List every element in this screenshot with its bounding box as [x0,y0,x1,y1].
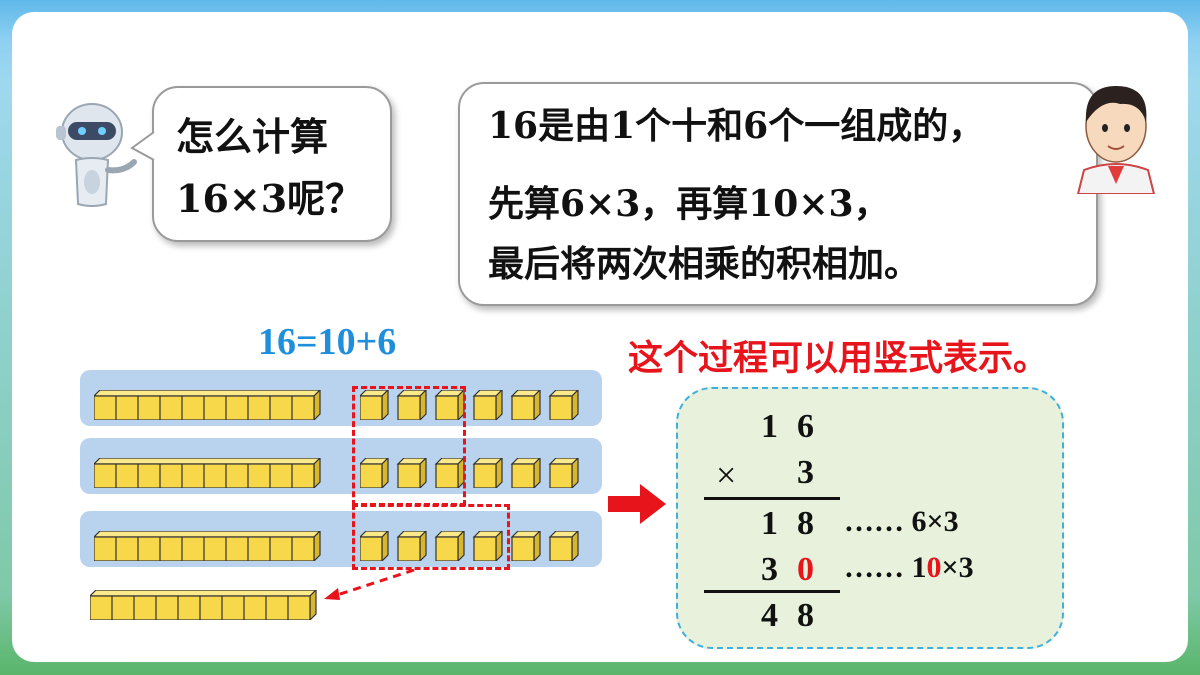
robot-bubble-tail [130,131,155,161]
unit-cubes-row-2 [360,458,579,488]
calc-row5-ones: 8 [797,597,814,634]
calc-line-1 [704,497,840,500]
calc-row4-note-suffix: ×3 [941,551,974,584]
calc-row2-ones: 3 [797,454,814,491]
calc-row1-ones: 6 [797,408,814,445]
vertical-calculation-panel [676,387,1064,649]
robot-bubble-line2: 16×3呢？ [176,176,364,221]
decomposition-equation: 16=10+6 [258,321,397,363]
unit-cubes-row-1 [360,390,579,420]
calc-line-2 [704,590,840,593]
unit-cubes-row-3 [360,531,579,561]
multiply-sign: × [716,455,737,495]
vertical-form-note: 这个过程可以用竖式表示。 [628,338,1049,379]
calc-row4-note-prefix: …… 1 [844,551,927,584]
calc-row4-ones: 0 [797,551,814,588]
calc-row5-tens: 4 [761,597,778,634]
calc-row3-tens: 1 [761,505,778,542]
robot-icon [56,103,137,207]
boy-bubble-line3: 最后将两次相乘的积相加。 [488,243,921,285]
calc-row1-tens: 1 [761,408,778,445]
regrouped-ten-bar [90,590,317,620]
robot-bubble-line1: 怎么计算 [176,114,329,159]
calc-row3-note: …… 6×3 [844,505,959,538]
boy-bubble-line2: 先算6×3，再算10×3， [488,183,890,225]
ten-bar-row-1 [94,390,321,420]
calc-row3-ones: 8 [797,505,814,542]
robot-speech-bubble [152,86,392,242]
boy-speech-bubble [458,82,1098,306]
calc-row4-note-zero: 0 [926,551,942,584]
ten-bar-row-3 [94,531,321,561]
slide-card: 怎么计算 16×3呢？ 16是由1个十和6个一组成的， 先算6×3，再算10×3… [12,12,1188,662]
calc-row4-tens: 3 [761,551,778,588]
grouping-box-lower [352,504,510,570]
calc-row4-note: …… 10×3 [844,551,974,585]
right-arrow-icon [608,484,666,524]
boy-icon [1076,86,1156,194]
boy-bubble-line1: 16是由1个十和6个一组成的， [488,105,985,147]
dashed-arrow-icon [324,568,415,600]
grouping-box-upper [352,386,466,506]
ten-bar-row-2 [94,458,321,488]
